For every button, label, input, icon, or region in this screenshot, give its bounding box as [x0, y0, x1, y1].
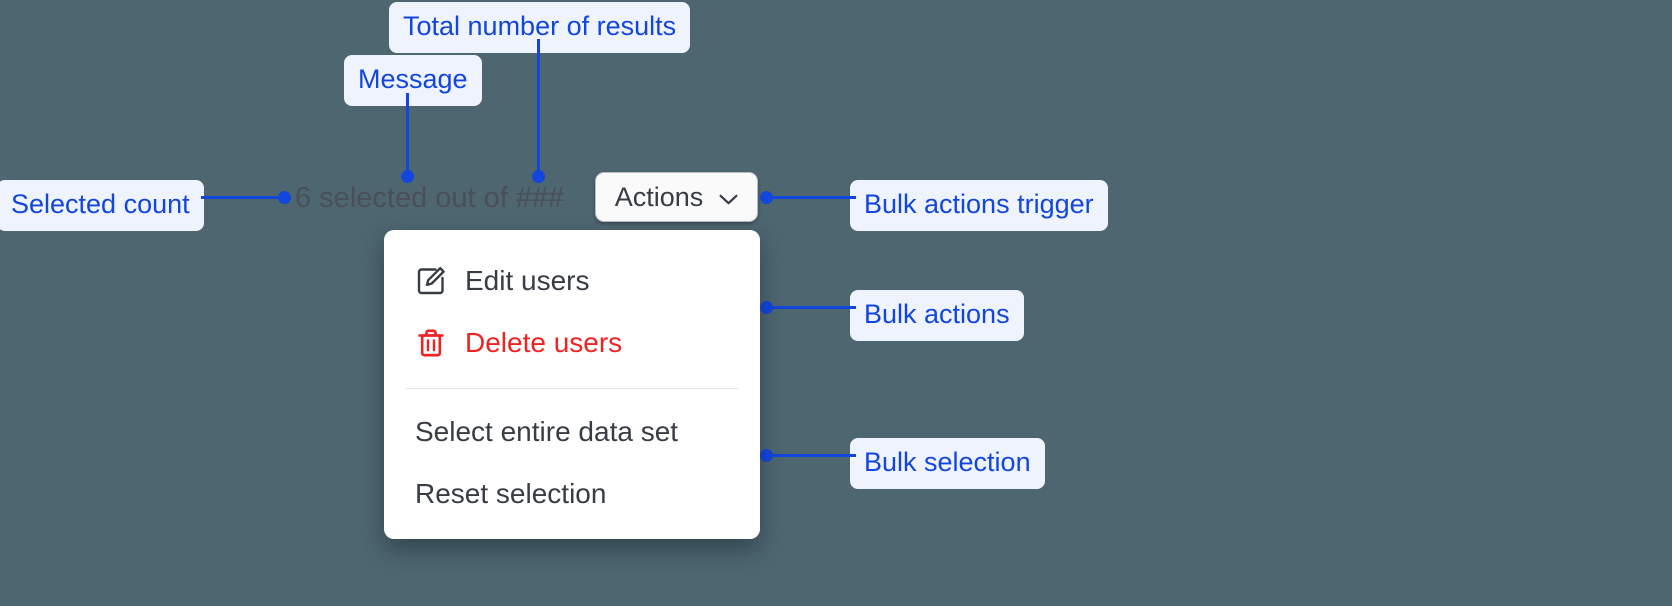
bulk-actions-menu: Edit users Delete users Select entire da…: [384, 230, 760, 539]
edit-pencil-icon: [415, 265, 447, 297]
annotation-label-bulk-actions-trigger: Bulk actions trigger: [850, 180, 1108, 231]
menu-item-label: Reset selection: [415, 478, 607, 509]
connector-dot-bulk-actions-trigger: [760, 191, 773, 204]
bulk-actions-trigger-button[interactable]: Actions: [595, 172, 758, 222]
connector-line-message: [406, 93, 409, 176]
chevron-down-icon: [719, 192, 738, 204]
annotation-label-bulk-actions: Bulk actions: [850, 290, 1024, 341]
actions-button-label: Actions: [614, 181, 704, 212]
connector-dot-bulk-selection: [760, 449, 773, 462]
trash-icon: [415, 327, 447, 359]
connector-dot-message: [401, 170, 414, 183]
menu-separator: [406, 388, 738, 389]
connector-line-total-number-of-results: [537, 39, 540, 176]
menu-item-edit-users[interactable]: Edit users: [384, 250, 760, 312]
annotation-label-selected-count: Selected count: [0, 180, 204, 231]
menu-item-label: Edit users: [465, 265, 590, 296]
connector-line-selected-count: [201, 196, 285, 199]
selected-count-message: 6 selected out of ###: [295, 182, 565, 214]
menu-item-label: Select entire data set: [415, 416, 679, 447]
connector-line-bulk-actions: [766, 306, 856, 309]
connector-dot-bulk-actions: [760, 301, 773, 314]
connector-line-bulk-selection: [766, 454, 856, 457]
connector-line-bulk-actions-trigger: [766, 196, 856, 199]
menu-item-delete-users[interactable]: Delete users: [384, 312, 760, 374]
annotation-label-message: Message: [344, 55, 482, 106]
annotation-label-bulk-selection: Bulk selection: [850, 438, 1045, 489]
menu-item-reset-selection[interactable]: Reset selection: [384, 463, 760, 525]
menu-item-label: Delete users: [465, 327, 623, 358]
menu-item-select-entire-data-set[interactable]: Select entire data set: [384, 401, 760, 463]
connector-dot-total-number-of-results: [532, 170, 545, 183]
connector-dot-selected-count: [278, 191, 291, 204]
